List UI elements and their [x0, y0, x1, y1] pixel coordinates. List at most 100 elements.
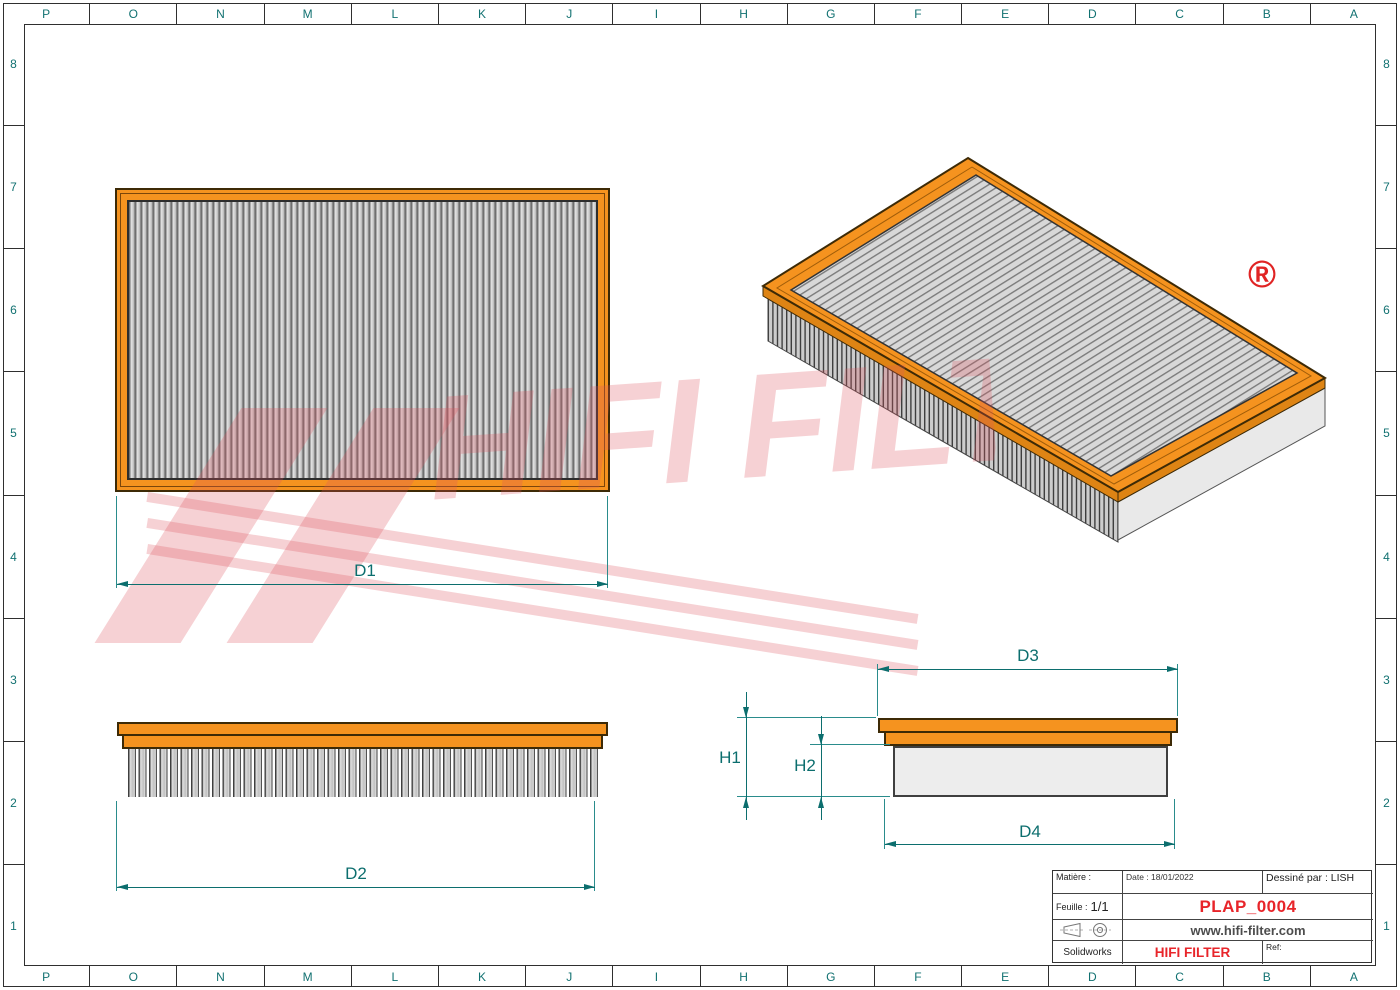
grid-number: 8: [10, 57, 17, 72]
grid-letter: B: [1222, 966, 1310, 987]
d2-arrow-left: [117, 884, 128, 890]
d4-label: D4: [1019, 822, 1041, 841]
grid-number: 1: [1376, 863, 1397, 987]
title-block-software: Solidworks: [1053, 941, 1123, 964]
grid-letter: A: [1309, 966, 1397, 987]
h2-arrow-top: [818, 734, 824, 745]
title-block-sheet: Feuille : 1/1: [1053, 894, 1123, 920]
title-block-sheet-value: 1/1: [1090, 899, 1109, 914]
end-view-body: [893, 746, 1168, 797]
d3-extension-right: [1177, 664, 1178, 716]
d2-dimension-line: [117, 887, 595, 888]
grid-letter: N: [176, 3, 263, 24]
grid-letter: K: [437, 3, 525, 24]
d3-arrow-left: [878, 666, 889, 672]
d1-extension-left: [116, 496, 117, 588]
d1-dimension-line: [117, 584, 608, 585]
d4-extension-left: [884, 799, 885, 849]
h1-dimension-line: [746, 692, 747, 820]
grid-letter: K: [437, 966, 525, 987]
d1-extension-right: [607, 496, 608, 588]
grid-letter: D: [1048, 3, 1135, 24]
grid-number: 3: [1376, 617, 1397, 741]
end-view-frame-band: [884, 733, 1172, 746]
grid-letter: F: [873, 966, 961, 987]
d2-arrow-right: [584, 884, 595, 890]
h1-arrow-top: [743, 707, 749, 718]
grid-number: 5: [1376, 371, 1397, 494]
side-view-pleats: [128, 749, 598, 797]
iso-frame-inner-line: [776, 166, 1312, 485]
title-block-date: Date : 18/01/2022: [1123, 871, 1263, 894]
grid-number: 5: [3, 371, 24, 494]
grid-letter: E: [961, 3, 1048, 24]
grid-letter: C: [1135, 966, 1222, 987]
grid-letter: G: [786, 3, 874, 24]
d2-label: D2: [345, 864, 367, 883]
h2-arrow-bottom: [818, 797, 824, 808]
title-block-material: Matière :: [1053, 871, 1123, 894]
grid-letter: L: [350, 3, 438, 24]
grid-band-bottom: P O N M L K J I H G F E D C B A: [3, 966, 1397, 987]
h2-label: H2: [794, 756, 816, 775]
grid-number: 2: [3, 740, 24, 864]
grid-letter: D: [1048, 966, 1135, 987]
front-view-frame-inner-line: [120, 193, 605, 487]
grid-number: 6: [1376, 248, 1397, 371]
grid-number: 4: [3, 494, 24, 618]
grid-letter: P: [42, 969, 51, 984]
d3-arrow-right: [1167, 666, 1178, 672]
grid-letter: I: [612, 3, 699, 24]
iso-pleated-media: [789, 174, 1299, 477]
h1-arrow-bottom: [743, 797, 749, 808]
isometric-view: [761, 156, 1327, 543]
grid-letter: E: [961, 966, 1048, 987]
d4-arrow-right: [1164, 841, 1175, 847]
title-block-brand: HIFI FILTER: [1123, 941, 1263, 964]
d1-arrow-left: [117, 581, 128, 587]
grid-band-top: P O N M L K J I H G F E D C B A: [3, 3, 1397, 24]
grid-letter: O: [89, 3, 176, 24]
h2-dimension-line: [821, 716, 822, 820]
grid-letter: M: [263, 966, 351, 987]
h1-extension-bottom: [737, 796, 890, 797]
d4-extension-right: [1174, 799, 1175, 849]
grid-number: 7: [1376, 125, 1397, 248]
grid-number: 6: [3, 248, 24, 371]
title-block-sheet-label: Feuille :: [1056, 901, 1088, 912]
h1-extension-top: [737, 717, 876, 718]
grid-letter: J: [525, 3, 612, 24]
grid-letter: L: [350, 966, 438, 987]
h2-extension-top: [810, 744, 890, 745]
grid-letter: C: [1135, 3, 1222, 24]
d3-dimension-line: [878, 669, 1178, 670]
title-block-projection-cell: [1053, 920, 1123, 941]
title-block-part-number: PLAP_0004: [1123, 894, 1373, 920]
title-block-website: www.hifi-filter.com: [1123, 920, 1373, 941]
grid-letter: H: [699, 966, 787, 987]
grid-letter: H: [699, 3, 787, 24]
grid-band-right: 8 7 6 5 4 3 2 1: [1376, 3, 1397, 987]
grid-number: 1: [3, 863, 24, 987]
grid-letter: N: [176, 966, 263, 987]
registered-trademark-symbol: ®: [1248, 254, 1276, 296]
grid-band-left: 8 7 6 5 4 3 2 1: [3, 3, 24, 987]
grid-letter: J: [525, 966, 612, 987]
d3-extension-left: [877, 664, 878, 716]
grid-number: 8: [1383, 57, 1390, 72]
grid-letter: M: [263, 3, 351, 24]
d2-extension-left: [116, 801, 117, 891]
grid-letter: P: [42, 6, 51, 21]
grid-letter: B: [1222, 3, 1310, 24]
title-block-ref: Ref:: [1266, 942, 1282, 952]
side-view-frame-band: [122, 736, 603, 749]
grid-number: 7: [3, 125, 24, 248]
grid-letter: A: [1309, 3, 1397, 24]
front-view-frame: [115, 188, 610, 492]
grid-letter: O: [89, 966, 176, 987]
d3-label: D3: [1017, 646, 1039, 665]
d4-arrow-left: [885, 841, 896, 847]
d2-extension-right: [594, 801, 595, 891]
grid-letter: F: [873, 3, 961, 24]
grid-number: 2: [1376, 740, 1397, 864]
